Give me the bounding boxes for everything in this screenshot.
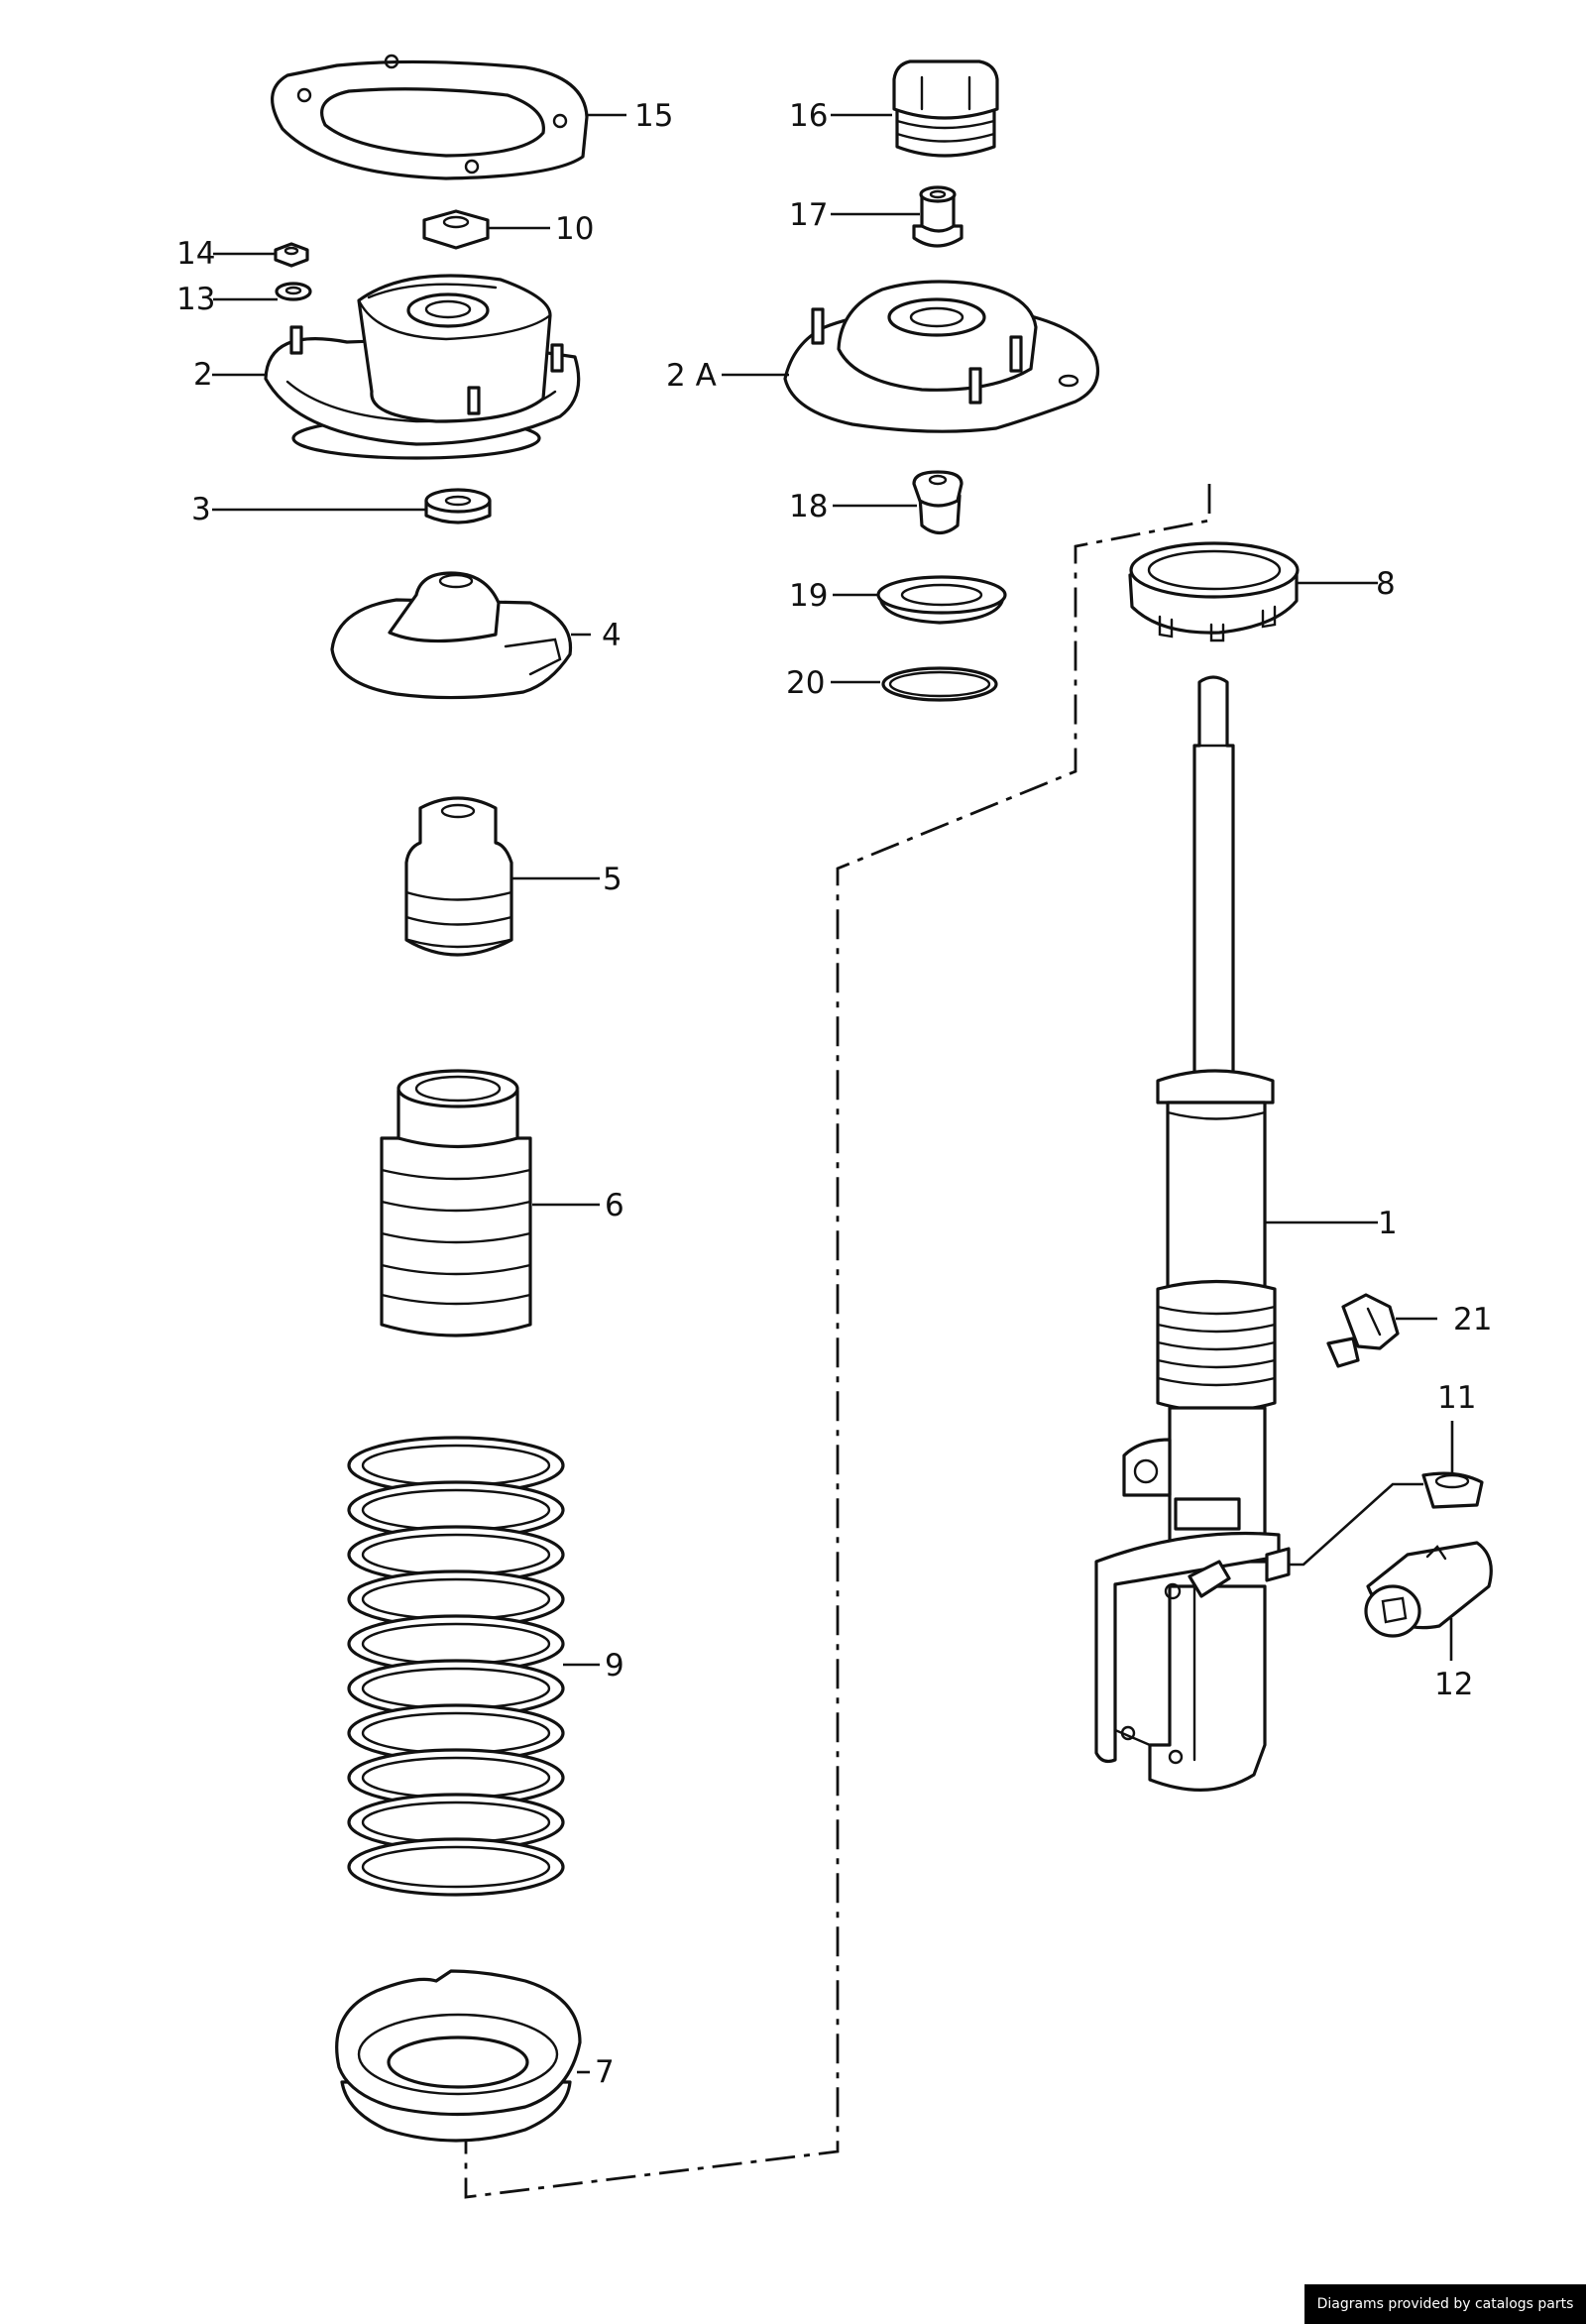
part-13-washer xyxy=(275,282,312,301)
part-18-bushing xyxy=(912,470,963,535)
label-13: 13 xyxy=(176,282,215,317)
label-16: 16 xyxy=(789,98,828,134)
label-2a: 2 A xyxy=(666,358,717,394)
part-1-shock-absorber xyxy=(1094,675,1291,1792)
part-16-cap xyxy=(892,59,999,158)
part-9-coil-spring xyxy=(347,1436,565,1897)
part-labels: 15 10 14 13 2 3 4 5 6 9 7 16 17 2 A 18 1… xyxy=(176,98,1492,2090)
part-2a-strut-mount xyxy=(783,280,1100,433)
label-20: 20 xyxy=(786,665,825,701)
label-10: 10 xyxy=(555,211,594,247)
part-5-bump-stop xyxy=(404,796,513,957)
label-21: 21 xyxy=(1453,1302,1492,1337)
part-4-bump-cap xyxy=(330,571,573,700)
label-7: 7 xyxy=(595,2054,615,2090)
label-15: 15 xyxy=(634,98,673,134)
label-14: 14 xyxy=(176,236,215,272)
part-10-nut xyxy=(422,209,490,250)
label-18: 18 xyxy=(789,489,828,524)
part-15-gasket xyxy=(271,54,589,180)
label-1: 1 xyxy=(1378,1206,1398,1241)
part-8-ring-nut xyxy=(1128,541,1300,642)
part-20-o-ring xyxy=(881,666,998,702)
label-12: 12 xyxy=(1434,1667,1473,1702)
label-9: 9 xyxy=(605,1648,624,1684)
part-14-nut xyxy=(274,242,309,268)
label-5: 5 xyxy=(603,862,623,897)
label-19: 19 xyxy=(789,578,828,614)
label-3: 3 xyxy=(191,492,211,527)
label-8: 8 xyxy=(1376,566,1396,602)
part-11-clip xyxy=(1421,1471,1484,1509)
part-19-seat-ring xyxy=(876,575,1007,625)
label-6: 6 xyxy=(605,1188,624,1223)
part-2-strut-mount xyxy=(264,274,581,460)
label-17: 17 xyxy=(789,197,828,233)
part-6-dust-boot xyxy=(380,1069,532,1337)
assembly-line xyxy=(464,484,1211,2199)
part-17-bushing xyxy=(912,185,963,248)
credit-footer: Diagrams provided by catalogs parts xyxy=(1304,2284,1586,2324)
label-11: 11 xyxy=(1437,1380,1476,1416)
leader-lines xyxy=(212,113,1454,2074)
part-12-sleeve xyxy=(1364,1541,1493,1638)
part-7-spring-seat xyxy=(335,1969,582,2143)
label-4: 4 xyxy=(602,618,622,653)
label-2: 2 xyxy=(193,357,213,393)
part-21-clip xyxy=(1326,1293,1400,1368)
part-3-spacer xyxy=(424,488,492,524)
